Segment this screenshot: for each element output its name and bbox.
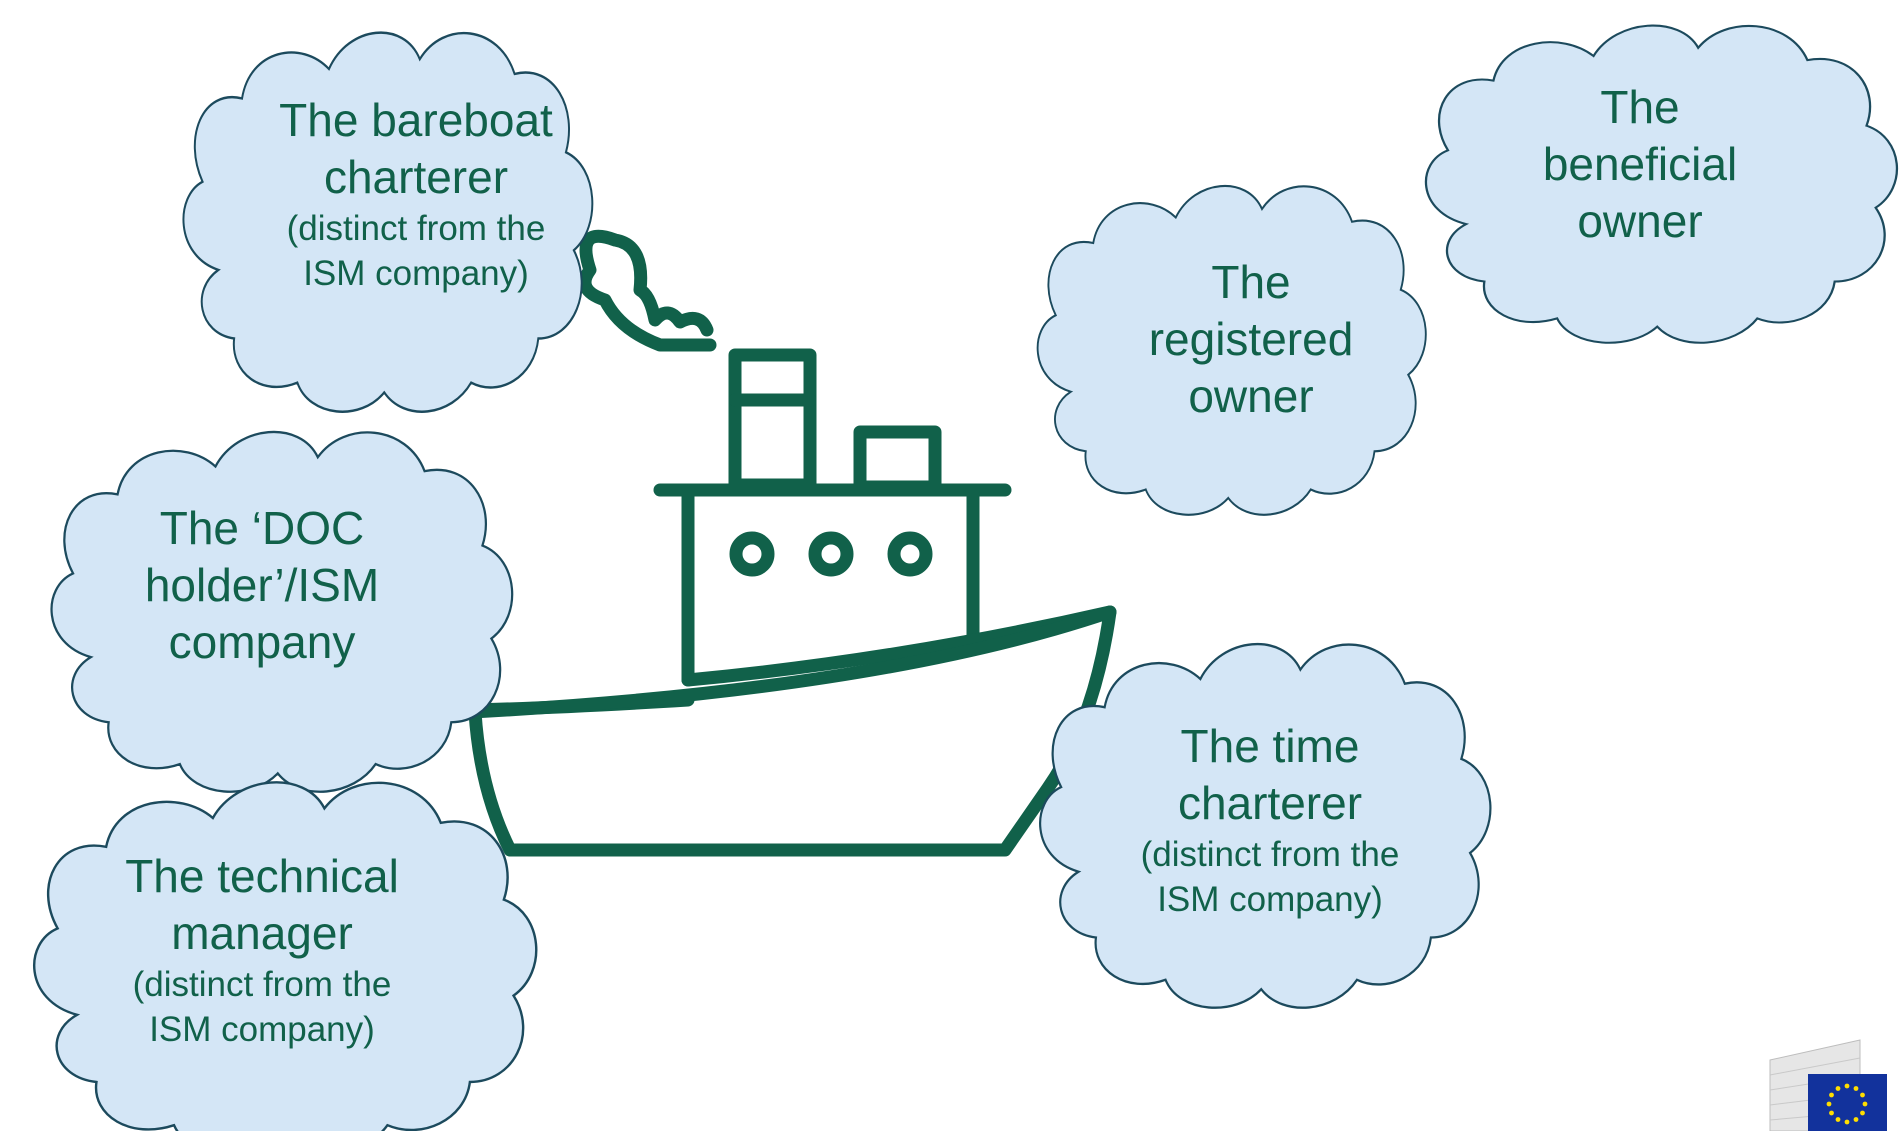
label-line: charterer [1177, 777, 1363, 829]
eu-commission-logo-icon [1769, 1039, 1887, 1131]
label-line: beneficial [1542, 138, 1738, 190]
label-note: ISM company) [1157, 880, 1383, 919]
label-bareboat-charterer: The bareboat charterer (distinct from th… [236, 92, 596, 296]
label-note: (distinct from the [132, 965, 392, 1004]
smoke-icon [578, 229, 717, 352]
label-line: owner [1577, 195, 1703, 247]
porthole [887, 531, 933, 577]
label-line: The bareboat [279, 94, 553, 146]
label-line: The [1211, 256, 1291, 308]
label-registered-owner: The registered owner [1071, 254, 1431, 425]
label-note: ISM company) [149, 1010, 375, 1049]
label-line: company [168, 616, 356, 668]
label-line: The [1600, 81, 1680, 133]
label-note: ISM company) [303, 254, 529, 293]
label-line: The time [1180, 720, 1360, 772]
label-beneficial-owner: The beneficial owner [1460, 79, 1820, 250]
label-line: The technical [125, 850, 399, 902]
label-technical-manager: The technical manager (distinct from the… [82, 848, 442, 1052]
porthole [729, 531, 775, 577]
label-doc-holder: The ‘DOC holder’/ISM company [82, 500, 442, 671]
eu-stars [1826, 1083, 1868, 1125]
hull [463, 605, 1117, 857]
label-line: registered [1148, 313, 1354, 365]
label-time-charterer: The time charterer (distinct from the IS… [1090, 718, 1450, 922]
ship-icon [463, 229, 1117, 857]
label-line: owner [1188, 370, 1314, 422]
label-note: (distinct from the [1140, 835, 1400, 874]
label-line: charterer [323, 151, 509, 203]
porthole [808, 531, 854, 577]
label-line: holder’/ISM [144, 559, 380, 611]
label-note: (distinct from the [286, 209, 546, 248]
label-line: The ‘DOC [159, 502, 365, 554]
funnel [728, 348, 817, 492]
label-line: manager [171, 907, 353, 959]
deck-cabin [853, 425, 942, 494]
